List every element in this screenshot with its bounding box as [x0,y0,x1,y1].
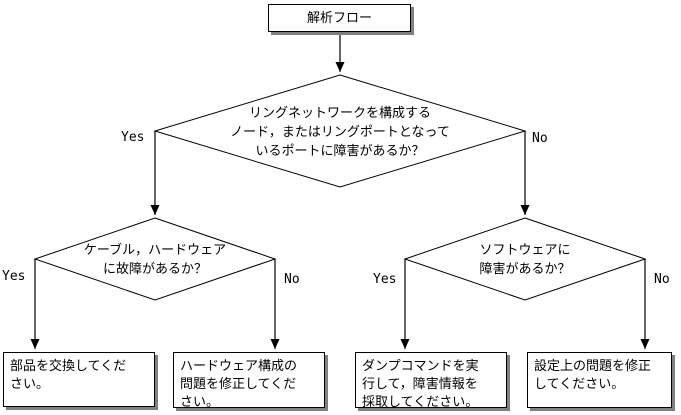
branch-label-no-decision3: No [654,272,670,287]
action-node-run-dump-command: ダンプコマンドを実 行して，障害情報を 採取してください。 [355,352,507,409]
action-node-replace-part: 部品を交換してくだ さい。 [3,352,155,407]
action-node-fix-config-problem: 設定上の問題を修正 してください。 [527,352,672,408]
branch-label-yes-decision3: Yes [373,272,397,287]
decision-label-ring-network-fault: リングネットワークを構成する ノード，またはリングポートとなって いるポートに障… [230,105,450,158]
decision-diamond-ring-network-fault [153,74,527,188]
branch-label-no-decision1: No [532,131,548,146]
decision-label-software-fault: ソフトウェアに 障害があるか？ [479,242,571,276]
branch-label-yes-decision1: Yes [121,130,145,145]
branch-label-yes-decision2: Yes [2,269,26,284]
action-node-fix-hardware-config: ハードウェア構成の 問題を修正してくだ さい。 [173,352,325,409]
decision-diamond-cable-hardware-fault [33,217,277,301]
branch-label-no-decision2: No [284,272,300,287]
decision-diamond-software-fault [403,217,647,301]
start-node-label: 解析フロー [306,10,372,25]
start-node: 解析フロー [268,4,411,32]
decision-label-cable-hardware-fault: ケーブル，ハードウェア に故障があるか？ [83,242,227,276]
